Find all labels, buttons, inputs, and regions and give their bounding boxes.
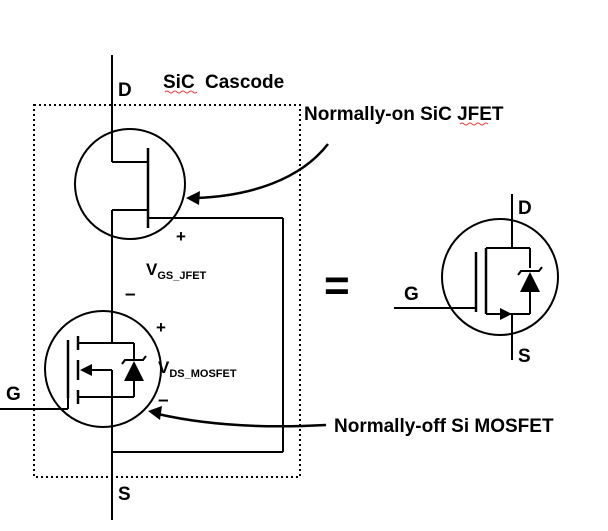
spellcheck-underline-jfet bbox=[459, 122, 489, 126]
vds-mosfet-label: VDS_MOSFET bbox=[158, 358, 237, 380]
vds-main: V bbox=[158, 358, 170, 377]
source-label: S bbox=[118, 484, 131, 505]
eq-source-label: S bbox=[518, 346, 531, 367]
mosfet-callout: Normally-off Si MOSFET bbox=[334, 416, 554, 437]
jfet-callout-prefix: Normally-on bbox=[304, 104, 420, 125]
gate-label: G bbox=[6, 384, 21, 405]
cascode-title: SiC Cascode bbox=[163, 72, 284, 93]
equals-sign: = bbox=[324, 261, 350, 310]
vds-sub: DS_MOSFET bbox=[169, 368, 237, 380]
title-squiggled-word: SiC bbox=[163, 72, 195, 93]
eq-drain-label: D bbox=[518, 198, 532, 219]
eq-diode-icon bbox=[520, 272, 540, 292]
jfet-callout: Normally-on SiC JFET bbox=[304, 104, 504, 125]
eq-gate-label: G bbox=[404, 284, 419, 305]
jfet-plus-sign: + bbox=[176, 227, 186, 246]
eq-diode-zener-bar bbox=[517, 266, 543, 276]
body-diode-icon bbox=[124, 361, 144, 381]
jfet-callout-squiggled-word: SiC bbox=[420, 104, 452, 125]
jfet-circle bbox=[74, 128, 186, 240]
mosfet-body-arrow bbox=[80, 364, 92, 376]
jfet-callout-arrowhead bbox=[186, 191, 200, 205]
cascode-boundary-box bbox=[33, 104, 301, 478]
title-word: Cascode bbox=[205, 72, 284, 93]
jfet-minus-sign: – bbox=[125, 284, 136, 305]
drain-label: D bbox=[118, 80, 132, 101]
spellcheck-underline-title bbox=[164, 90, 198, 94]
mosfet-callout-arrow bbox=[157, 412, 327, 428]
mosfet-callout-arrowhead bbox=[148, 406, 162, 420]
vgs-jfet-label: VGS_JFET bbox=[146, 260, 207, 282]
vgs-sub: GS_JFET bbox=[157, 270, 206, 282]
jfet-callout-arrow bbox=[195, 143, 329, 200]
eq-source-arrow-icon bbox=[500, 308, 512, 320]
vgs-main: V bbox=[146, 260, 158, 279]
mosfet-minus-sign: – bbox=[158, 390, 169, 411]
diode-zener-bar bbox=[121, 355, 147, 365]
equivalent-device-circle bbox=[441, 218, 559, 336]
mosfet-plus-sign: + bbox=[156, 318, 166, 337]
mosfet-circle bbox=[44, 310, 162, 428]
jfet-callout-suffix: JFET bbox=[452, 104, 504, 125]
